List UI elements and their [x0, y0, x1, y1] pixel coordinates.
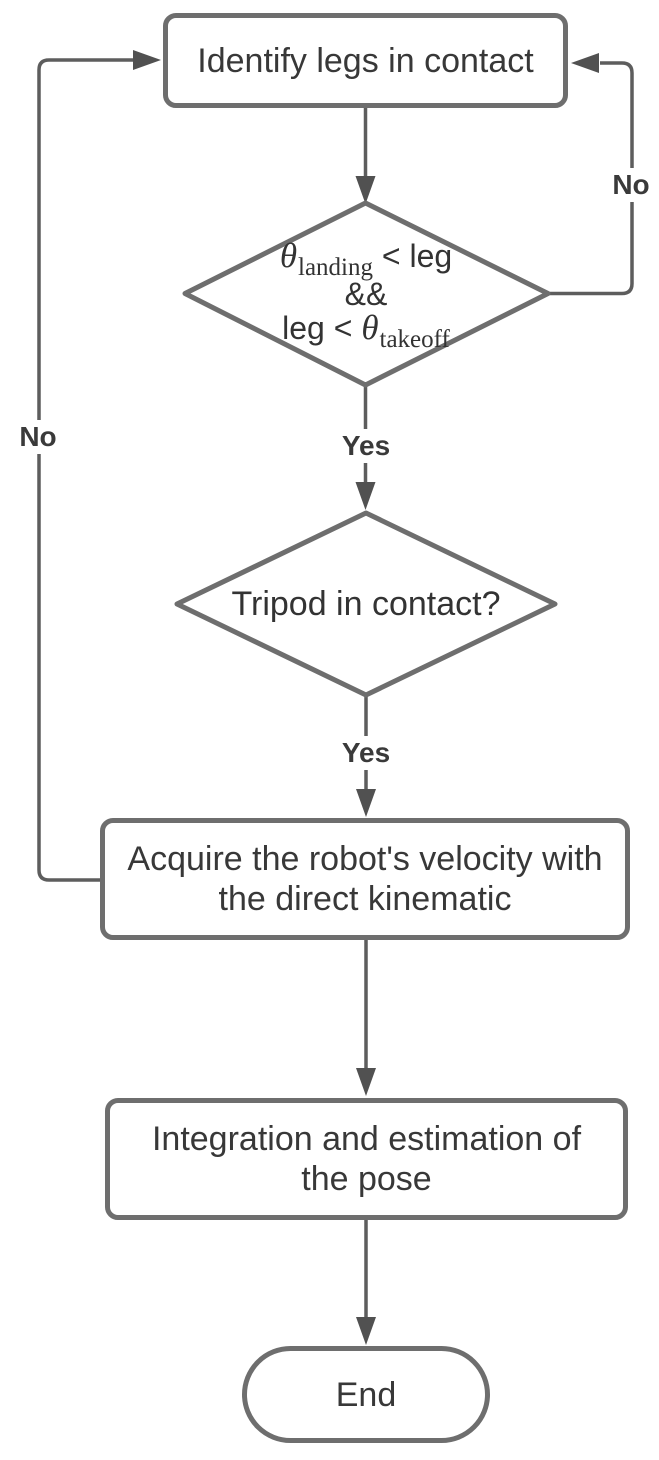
- process-acquire-velocity-line2: the direct kinematic: [218, 880, 512, 918]
- angle-check-line1: θlanding < leg: [279, 236, 453, 281]
- arrowhead-down-integration: [356, 1068, 376, 1096]
- decision-tripod-shape: [174, 510, 558, 698]
- arrowhead-right-identify: [133, 50, 161, 70]
- angle-check-line2: &&: [344, 276, 388, 312]
- decision-tripod-text: Tripod in contact?: [187, 523, 545, 685]
- process-integration-pose-line2: the pose: [301, 1160, 432, 1198]
- angle-check-line3: leg < θtakeoff: [282, 308, 450, 353]
- process-integration-pose-line1: Integration and estimation of: [151, 1120, 582, 1158]
- arrowhead-down-tripod: [355, 482, 376, 510]
- decision-angle-check-shape: [182, 200, 551, 388]
- edge-label-no-left: No: [16, 420, 60, 454]
- arrowhead-down-end: [356, 1317, 376, 1345]
- process-identify-legs: Identify legs in contact: [163, 13, 568, 108]
- edge-label-yes-top: Yes: [338, 429, 394, 463]
- edge-label-no-right: No: [609, 168, 653, 202]
- process-integration-pose: Integration and estimation of the pose: [105, 1098, 628, 1220]
- edge-acquire-no-loop: [37, 58, 133, 882]
- theta-symbol: θ: [361, 308, 379, 347]
- process-identify-legs-label: Identify legs in contact: [197, 41, 534, 80]
- theta-landing-subscript: landing: [298, 254, 374, 281]
- arrowhead-left-identify: [571, 53, 599, 73]
- process-acquire-velocity: Acquire the robot's velocity with the di…: [100, 818, 630, 940]
- decision-tripod-label: Tripod in contact?: [231, 585, 501, 623]
- terminator-end: End: [242, 1346, 490, 1443]
- process-acquire-velocity-line1: Acquire the robot's velocity with: [127, 840, 603, 878]
- terminator-end-label: End: [335, 1375, 397, 1414]
- angle-check-line3-pre: leg <: [282, 310, 362, 346]
- arrowhead-down-anglecheck: [355, 176, 376, 204]
- angle-check-line1-rest: < leg: [373, 238, 453, 274]
- edge-label-yes-bottom: Yes: [338, 736, 394, 770]
- theta-takeoff-subscript: takeoff: [379, 326, 450, 353]
- arrowhead-down-acquire: [356, 789, 376, 817]
- decision-angle-check-text: θlanding < leg && leg < θtakeoff: [195, 213, 537, 375]
- theta-symbol: θ: [279, 236, 298, 275]
